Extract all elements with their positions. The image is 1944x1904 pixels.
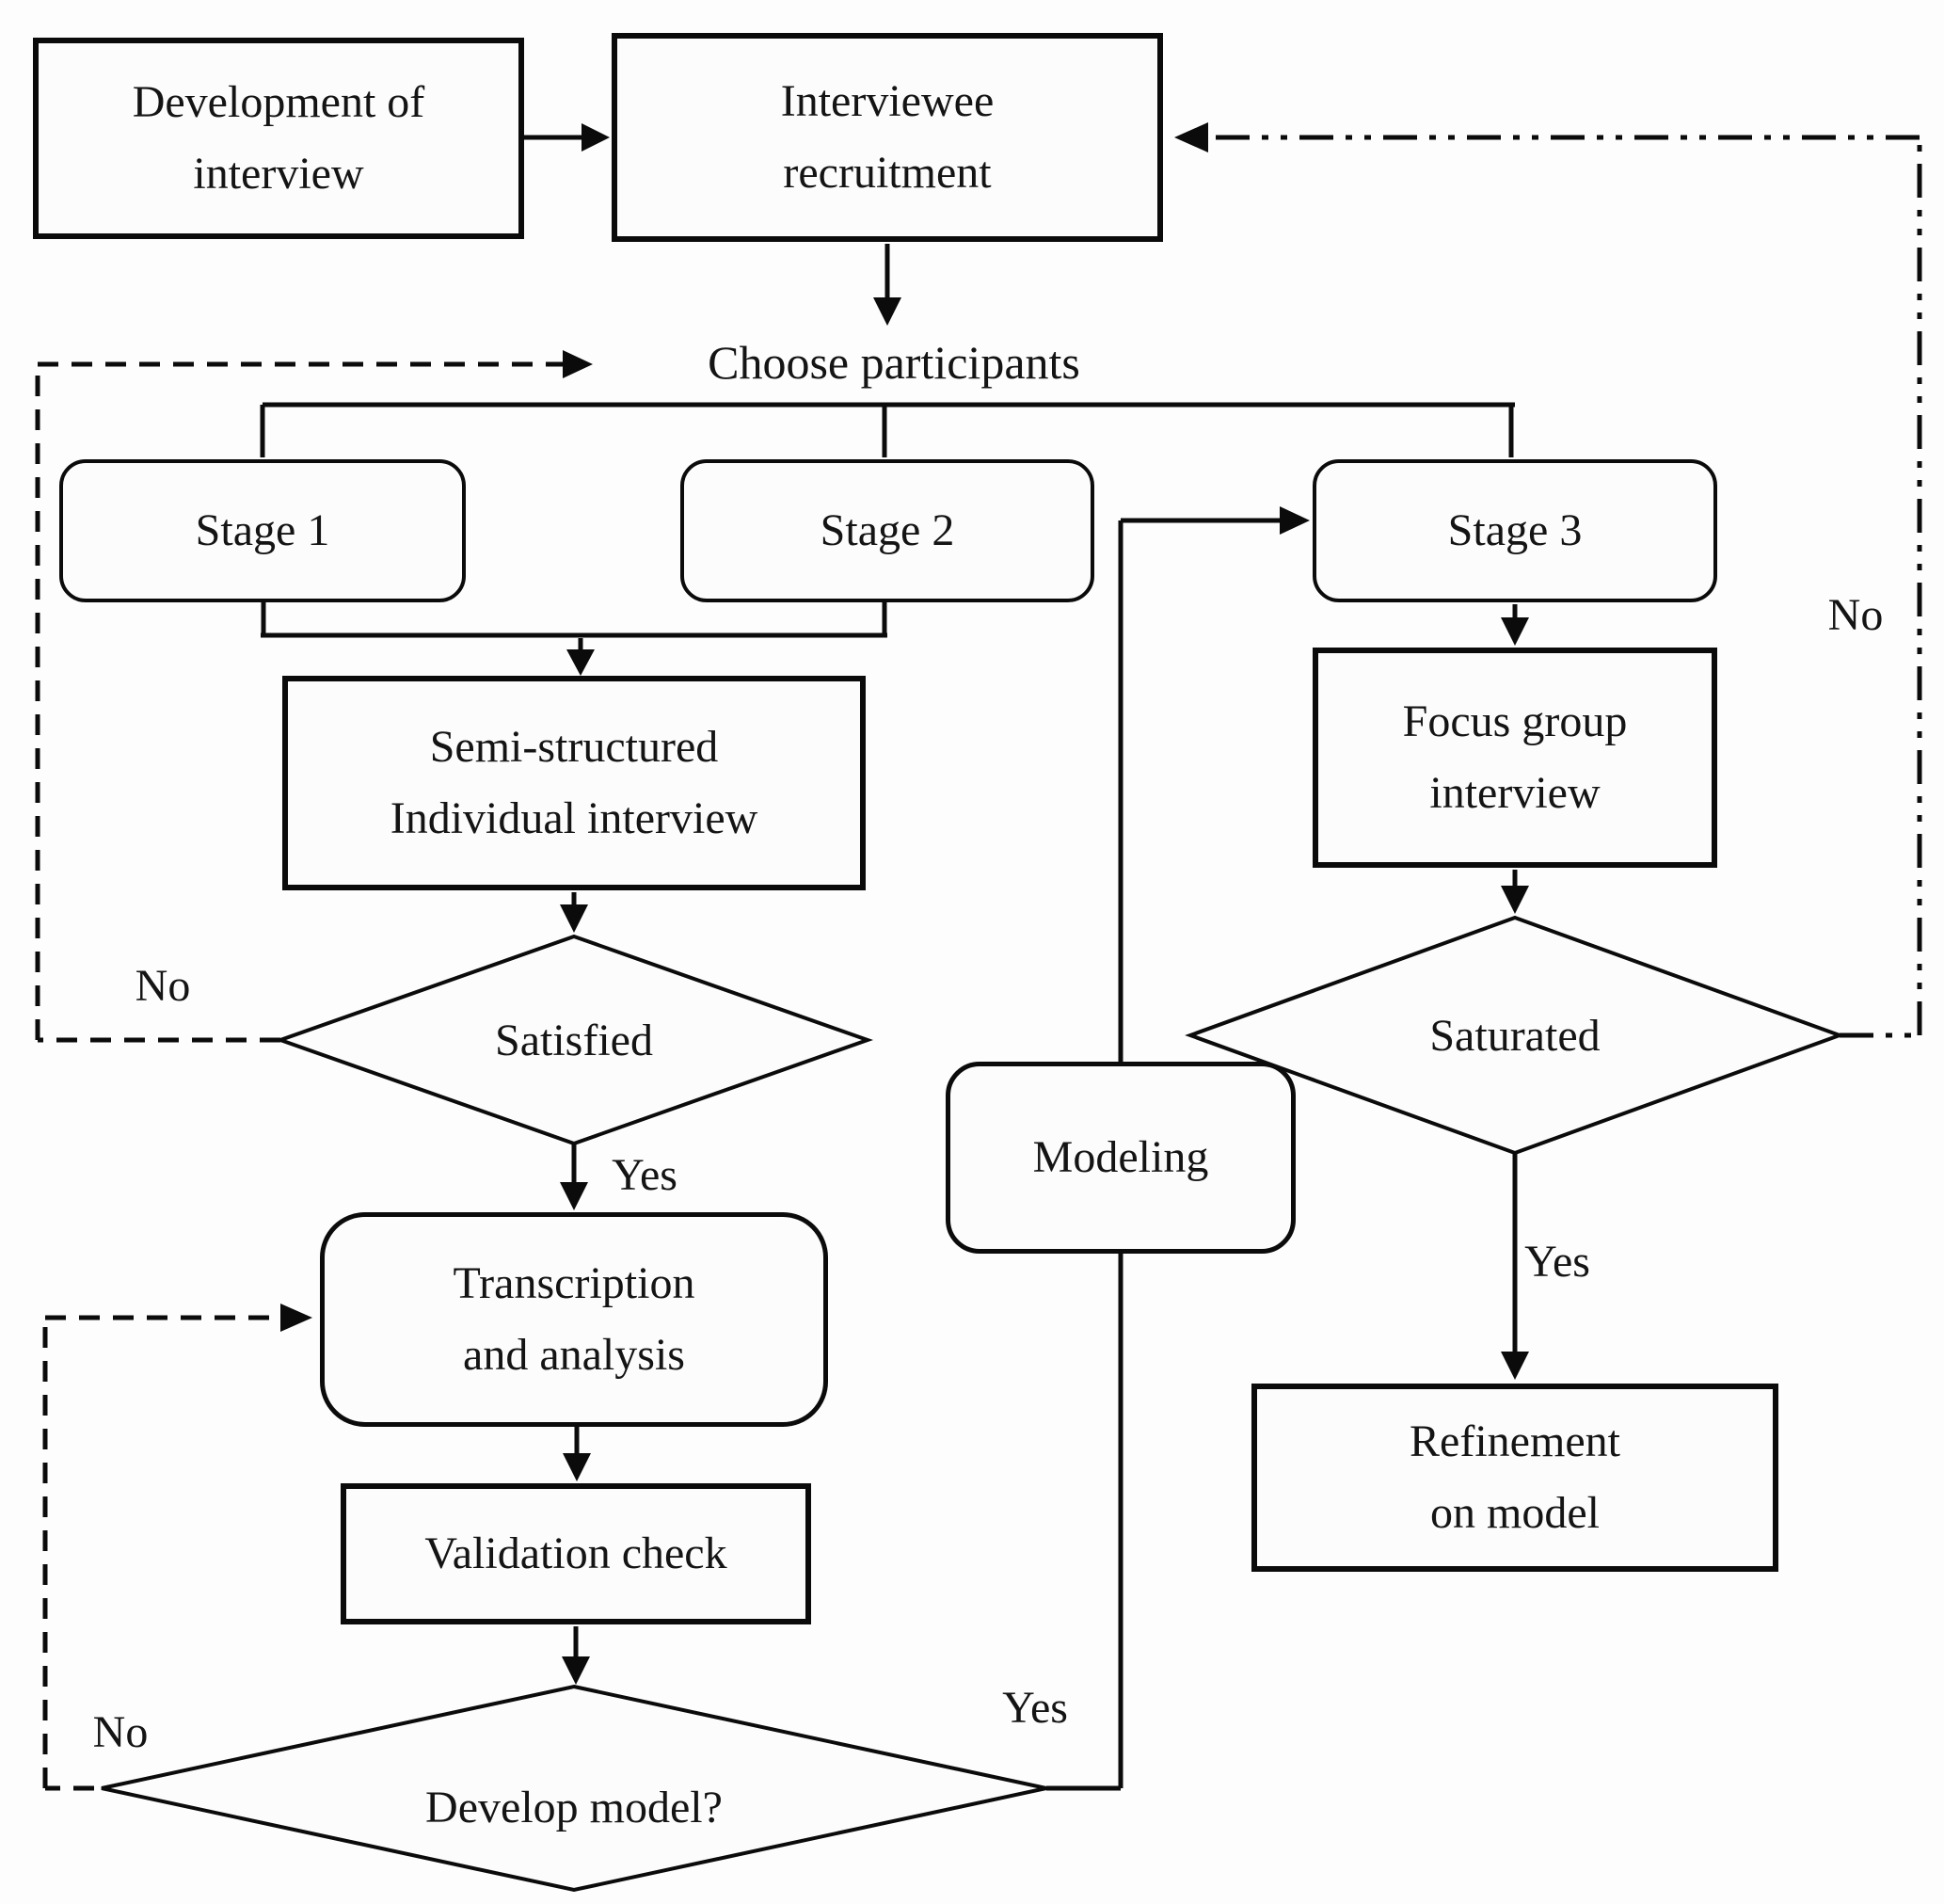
node-stage-1: Stage 1 (59, 459, 466, 602)
node-focus-group-interview: Focus group interview (1313, 648, 1717, 868)
decision-shapes (101, 915, 1845, 1893)
node-label-line: interview (193, 149, 364, 199)
dashdot-edges (1206, 135, 1922, 1038)
edge-saturated-no-loop (1206, 135, 1922, 1038)
node-transcription-analysis: Transcription and analysis (320, 1212, 828, 1427)
edge-label-develop-yes: Yes (1002, 1682, 1068, 1733)
saturated-diamond-shape (1185, 915, 1845, 1156)
arrowhead-right-into-recruitment (582, 123, 610, 152)
edge-label-develop-no: No (92, 1706, 149, 1757)
dashed-edges (35, 361, 565, 1791)
node-label-line: Transcription (453, 1258, 695, 1309)
arrowhead-down-into-develop (562, 1656, 590, 1685)
node-choose-participants: Choose participants (708, 336, 1080, 389)
node-label-line: Development of (132, 77, 425, 128)
node-modeling: Modeling (946, 1062, 1296, 1254)
node-label-line: Semi-structured (429, 722, 719, 773)
arrowhead-down-into-focus (1501, 617, 1529, 646)
node-label-line: Focus group (1402, 696, 1628, 747)
node-label-line: on model (1430, 1488, 1600, 1538)
node-label-line: interview (1429, 768, 1601, 818)
node-refinement-on-model: Refinement on model (1251, 1384, 1778, 1572)
edge-label-saturated-yes: Yes (1524, 1236, 1590, 1287)
node-development-of-interview: Development of interview (33, 38, 524, 239)
arrowhead-down-into-satisfied (560, 904, 588, 933)
edge-label-satisfied-yes: Yes (612, 1149, 677, 1200)
arrowhead-right-into-stage3 (1280, 506, 1310, 535)
edge-label-saturated-no: No (1827, 589, 1884, 640)
node-interviewee-recruitment: Interviewee recruitment (612, 33, 1163, 242)
node-stage-3: Stage 3 (1313, 459, 1717, 602)
edge-choose-fork (260, 402, 1515, 457)
arrowhead-down-into-choose (873, 297, 901, 326)
node-label-line: Individual interview (390, 793, 758, 843)
arrowheads (280, 122, 1529, 1685)
edge-develop-no-loop (42, 1315, 282, 1791)
edge-stages-join (261, 602, 887, 651)
arrowhead-dashed-into-transcription (280, 1304, 312, 1332)
node-label-line: recruitment (783, 148, 992, 198)
node-label-line: Refinement (1410, 1416, 1620, 1467)
arrowhead-dashed-into-choose (563, 350, 593, 378)
node-label-line: and analysis (463, 1330, 685, 1380)
edge-label-satisfied-no: No (135, 960, 191, 1011)
node-stage-2: Stage 2 (680, 459, 1094, 602)
develop-model-diamond-shape (101, 1684, 1047, 1893)
edge-satisfied-no-loop (35, 361, 565, 1043)
arrowhead-dashdot-into-recruitment (1174, 122, 1208, 152)
node-semi-structured-interview: Semi-structured Individual interview (282, 676, 866, 890)
node-validation-check: Validation check (341, 1483, 811, 1624)
node-saturated-label: Saturated (1429, 1010, 1601, 1061)
arrowhead-down-into-semi (566, 649, 595, 676)
node-satisfied-label: Satisfied (495, 1015, 653, 1065)
node-label-line: Interviewee (780, 76, 995, 127)
node-develop-model-label: Develop model? (425, 1782, 723, 1832)
satisfied-diamond-shape (274, 934, 874, 1146)
arrowhead-down-into-validation (563, 1453, 591, 1481)
arrowhead-down-into-saturated (1501, 886, 1529, 914)
arrowhead-down-into-refinement (1501, 1352, 1529, 1380)
arrowhead-down-into-transcription (560, 1182, 588, 1210)
